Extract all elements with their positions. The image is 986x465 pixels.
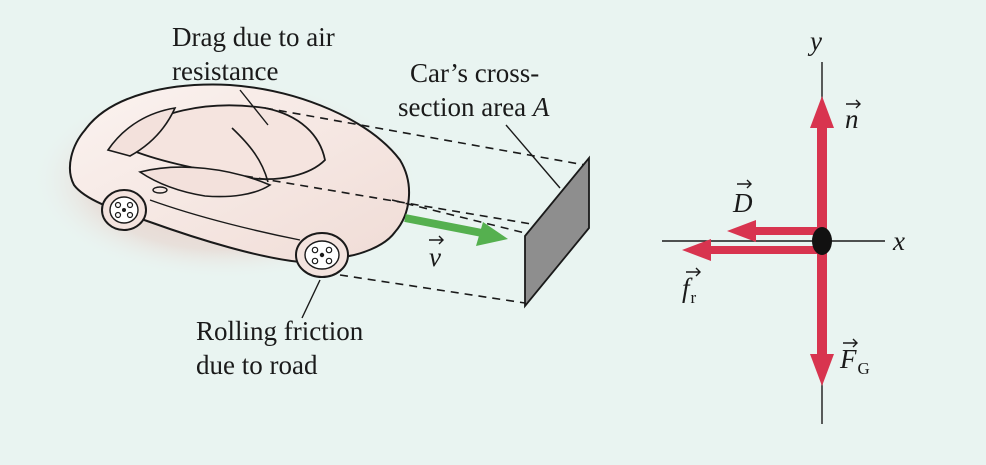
particle-dot [812, 227, 832, 255]
cross-section-plate [524, 155, 590, 309]
rolling-label-line2: due to road [196, 350, 318, 380]
friction-symbol: f [682, 273, 693, 303]
vector-arrow-icon [737, 179, 752, 189]
normal-force-arrow [810, 96, 834, 242]
cross-section-label-line1: Car’s cross- [410, 58, 539, 88]
cross-section-area-symbol: A [531, 92, 550, 122]
car-rear-window [106, 106, 177, 157]
gravity-force-label: FG [839, 344, 870, 378]
friction-force-label: fr [682, 273, 697, 307]
car-crease-line [149, 199, 301, 241]
projection-line-front [391, 199, 526, 234]
free-body-diagram: y x n D fr FG [662, 26, 905, 424]
gravity-force-arrow [810, 241, 834, 386]
vector-arrow-icon [686, 267, 701, 277]
velocity-label: v [429, 235, 444, 272]
cross-section-label-text: section area [398, 92, 533, 122]
drag-force-arrow [727, 220, 822, 242]
vector-arrow-icon [429, 235, 444, 245]
car-door-handle [152, 186, 168, 194]
gravity-symbol: F [839, 344, 857, 374]
velocity-arrow [404, 214, 508, 246]
rolling-label-line1: Rolling friction [196, 316, 364, 346]
gravity-subscript: G [858, 359, 870, 378]
friction-force-arrow [682, 239, 822, 261]
y-axis-label: y [807, 26, 822, 56]
cross-section-label-line2: section area A [398, 92, 550, 122]
projection-line-middle [244, 175, 556, 229]
car-side-window [138, 166, 272, 198]
normal-force-label: n [845, 104, 859, 134]
vector-arrow-icon [843, 338, 858, 348]
rolling-leader-line [301, 279, 321, 319]
car-front-wheel [295, 232, 349, 278]
x-axis-label: x [892, 226, 905, 256]
cross-section-leader-line [505, 124, 561, 189]
vector-arrow-icon [846, 99, 861, 109]
car-door-line [231, 127, 269, 183]
projection-line-bottom [339, 274, 526, 304]
drag-label-line2: resistance [172, 56, 278, 86]
drag-force-label: D [732, 188, 753, 218]
drag-label-line1: Drag due to air [172, 22, 335, 52]
velocity-symbol: v [429, 242, 441, 272]
car [30, 80, 420, 280]
drag-leader-line [239, 89, 269, 126]
car-rear-wheel [101, 189, 147, 231]
friction-subscript: r [691, 288, 697, 307]
